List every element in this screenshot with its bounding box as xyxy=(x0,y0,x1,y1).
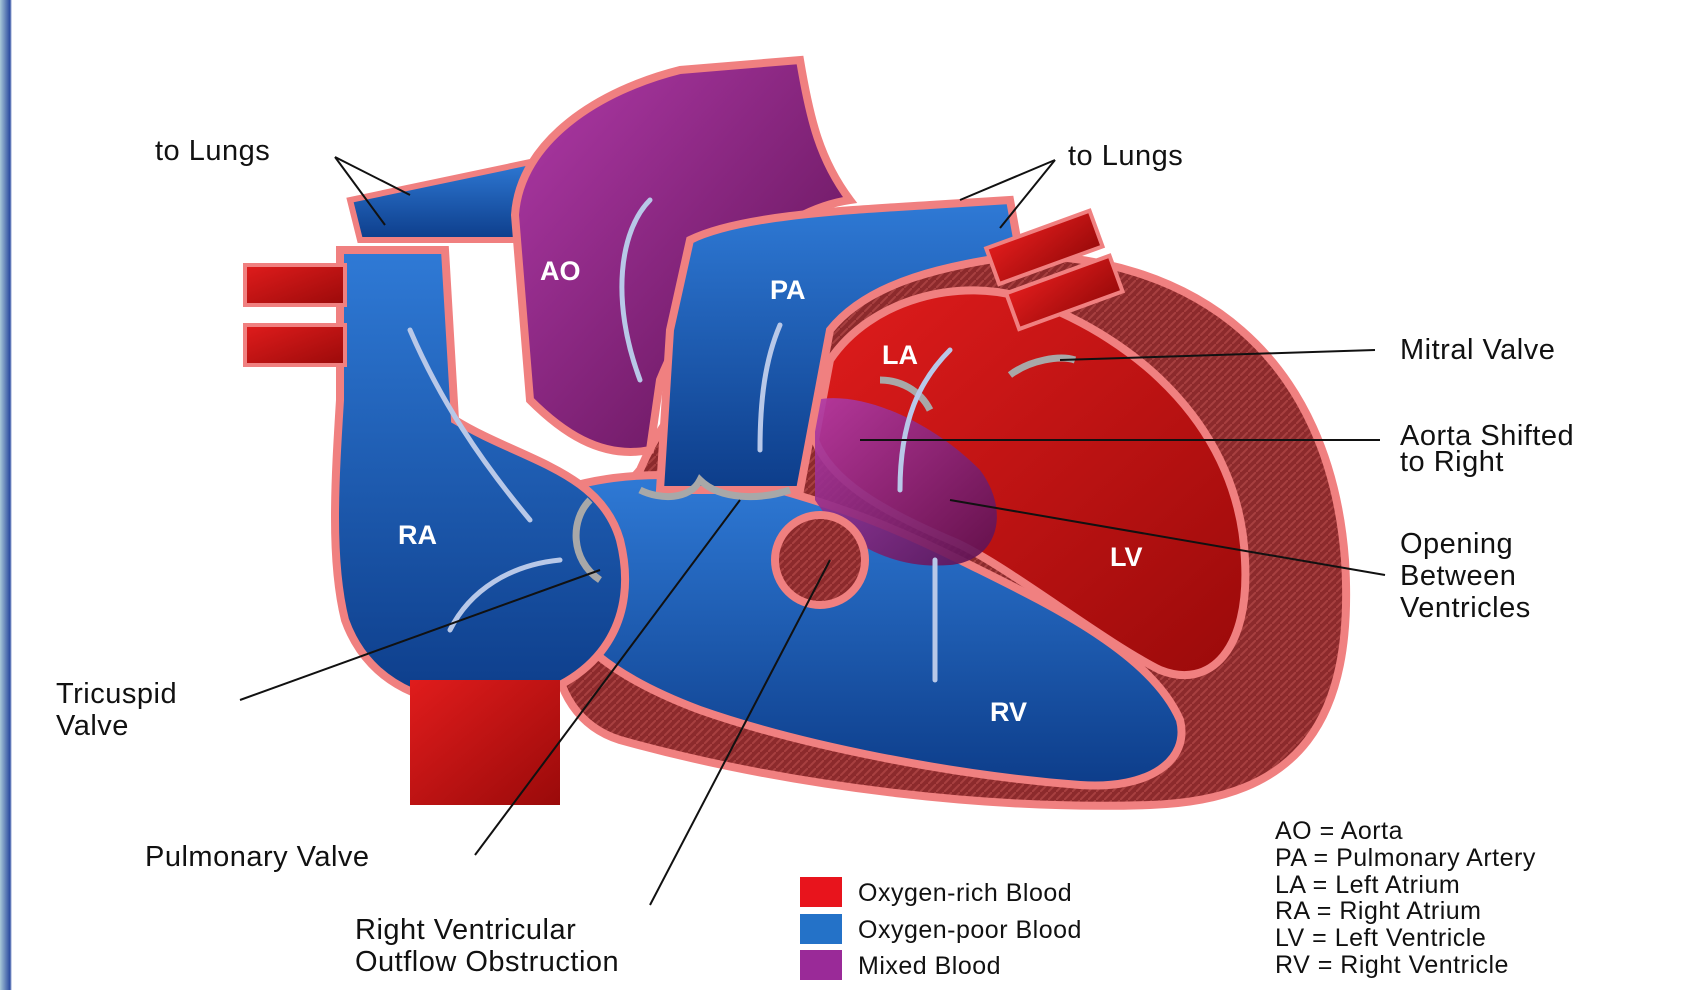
label-to-lungs-right: to Lungs xyxy=(1068,140,1183,172)
ventricular-septum-circle xyxy=(775,515,865,605)
legend-swatch-oxygen-rich xyxy=(800,877,842,907)
label-aorta-shifted-line2: to Right xyxy=(1400,446,1504,478)
chamber-label-ra: RA xyxy=(398,520,437,551)
abbreviation-la: LA = Left Atrium xyxy=(1275,872,1460,899)
label-opening-line3: Ventricles xyxy=(1400,592,1531,624)
label-to-lungs-left: to Lungs xyxy=(155,135,270,167)
label-mitral-valve: Mitral Valve xyxy=(1400,334,1555,366)
abbreviation-pa: PA = Pulmonary Artery xyxy=(1275,845,1536,872)
right-pulmonary-veins xyxy=(245,265,345,365)
chamber-label-rv: RV xyxy=(990,697,1027,728)
legend-swatch-oxygen-poor xyxy=(800,914,842,944)
chamber-label-la: LA xyxy=(882,340,918,371)
label-opening-line1: Opening xyxy=(1400,528,1513,560)
chamber-label-ao: AO xyxy=(540,256,581,287)
abbreviation-ao: AO = Aorta xyxy=(1275,818,1403,845)
inferior-vena-cava xyxy=(410,680,560,805)
legend-label-oxygen-rich: Oxygen-rich Blood xyxy=(858,879,1072,908)
legend-swatch-mixed xyxy=(800,950,842,980)
label-rvoo-line1: Right Ventricular xyxy=(355,914,576,946)
abbreviation-rv: RV = Right Ventricle xyxy=(1275,952,1509,979)
abbreviation-lv: LV = Left Ventricle xyxy=(1275,925,1486,952)
label-opening-line2: Between xyxy=(1400,560,1516,592)
label-tricuspid-line2: Valve xyxy=(56,710,129,742)
label-tricuspid-line1: Tricuspid xyxy=(56,678,177,710)
chamber-label-lv: LV xyxy=(1110,542,1143,573)
abbreviation-ra: RA = Right Atrium xyxy=(1275,898,1482,925)
legend-label-oxygen-poor: Oxygen-poor Blood xyxy=(858,916,1082,945)
chamber-label-pa: PA xyxy=(770,275,806,306)
legend-label-mixed: Mixed Blood xyxy=(858,952,1001,981)
label-rvoo-line2: Outflow Obstruction xyxy=(355,946,619,978)
label-pulmonary-valve: Pulmonary Valve xyxy=(145,841,370,873)
